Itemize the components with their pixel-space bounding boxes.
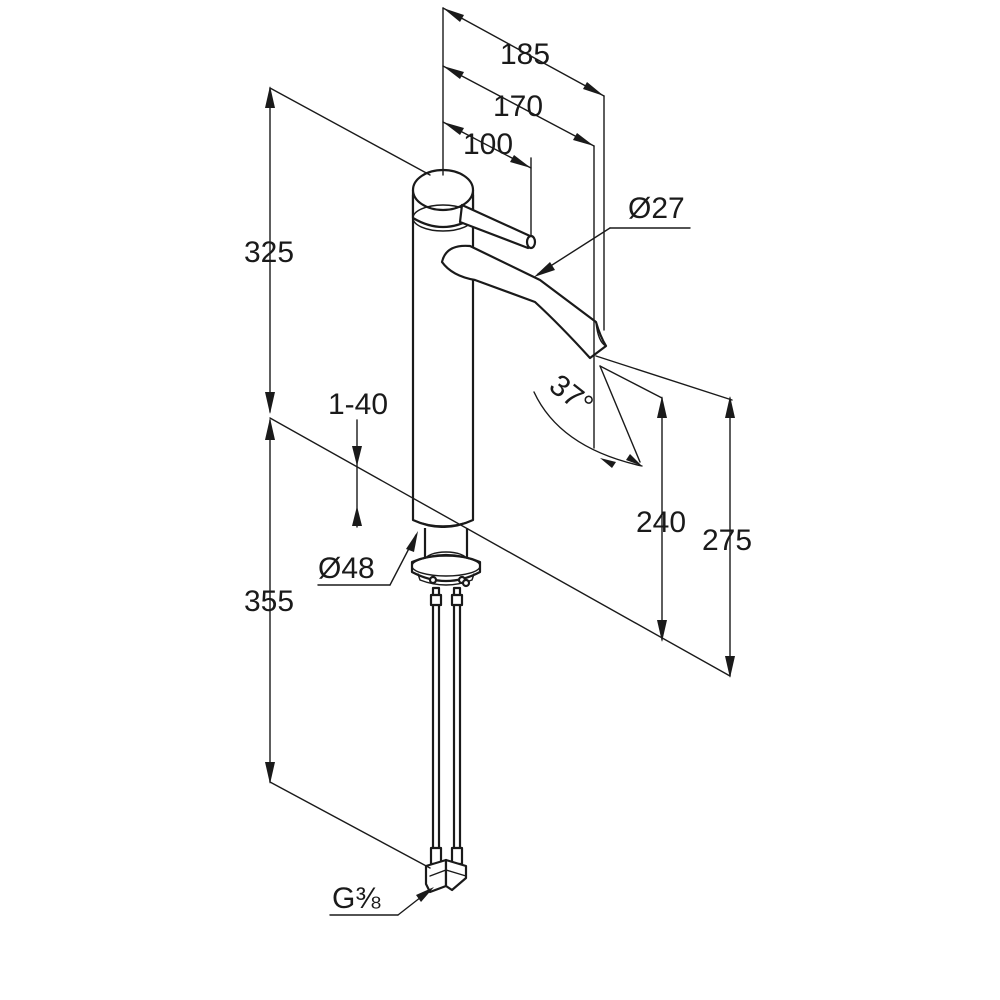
label-240: 240 <box>636 506 686 539</box>
label-170: 170 <box>493 90 543 123</box>
label-355: 355 <box>244 585 294 618</box>
hose-fitting <box>424 858 448 894</box>
label-diameter-48: Ø48 <box>318 552 375 585</box>
dimension-labels: 185 170 100 325 Ø27 37° 1-40 Ø48 355 240… <box>244 38 752 915</box>
label-diameter-27: Ø27 <box>628 192 685 225</box>
label-thread-g38: G⅜ <box>332 882 381 915</box>
label-100: 100 <box>463 128 513 161</box>
label-angle-37: 37° <box>543 368 599 422</box>
label-275: 275 <box>702 524 752 557</box>
label-325: 325 <box>244 236 294 269</box>
supply-hoses <box>424 586 468 894</box>
label-deck-thickness: 1-40 <box>328 388 388 421</box>
faucet-outline <box>410 168 608 894</box>
faucet-spout <box>440 244 608 360</box>
dimension-lines <box>265 7 735 916</box>
label-185: 185 <box>500 38 550 71</box>
